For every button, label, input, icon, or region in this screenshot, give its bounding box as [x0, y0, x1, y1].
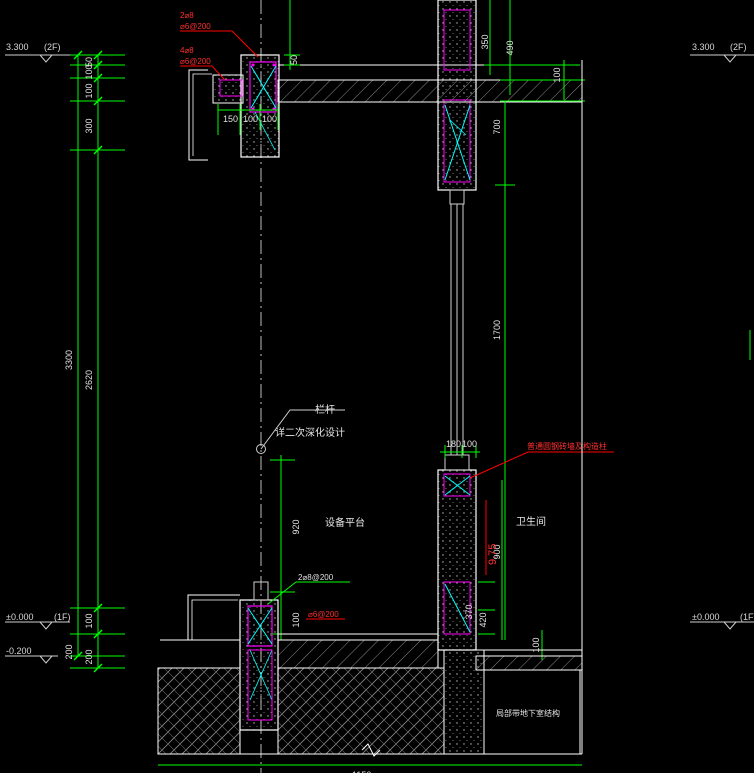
note-red-wall: 普通圆钢砖墙及构造柱: [527, 441, 607, 451]
dim-100-j: 100: [531, 637, 541, 652]
bathroom-label: 卫生间: [516, 515, 546, 528]
level-marker-1f-right: ±0.000 (1F): [690, 612, 754, 630]
level-2f-tag-right: (2F): [730, 42, 747, 52]
level-1f-value: ±0.000: [6, 612, 33, 622]
dimension-chain-left: [70, 50, 125, 673]
dim-180: 180: [446, 439, 461, 449]
level-marker-1f-left: ±0.000 (1F): [5, 612, 71, 630]
rebar-note-top-stirrup-2: ⌀6@200: [180, 57, 211, 66]
dim-420: 420: [478, 612, 488, 627]
dim-100-a: 100: [84, 64, 94, 79]
level-marker-2f-left: 3.300 (2F): [5, 42, 70, 63]
level-ground-value: -0.200: [6, 646, 32, 656]
dim-100-d: 100: [243, 114, 258, 124]
foundation: 局部带地下室结构: [157, 649, 582, 757]
rebar-note-bottom-stirrup: ⌀6@200: [308, 610, 339, 619]
dim-490: 490: [505, 40, 515, 55]
upper-slab: [277, 64, 583, 103]
rebar-note-top-main: 2⌀8: [180, 11, 194, 20]
rebar-note-top-main-2: 4⌀8: [180, 46, 194, 55]
dim-700: 700: [492, 119, 502, 134]
dim-100-e: 100: [262, 114, 277, 124]
level-marker-ground-left: -0.200: [5, 646, 58, 664]
dim-50-b: 50: [289, 55, 299, 65]
dim-total-3300: 3300: [64, 350, 74, 370]
dim-100-i: 100: [552, 67, 562, 82]
red-dim-9-75: 9.75: [487, 544, 499, 565]
level-1f-tag-right: (1F): [740, 612, 754, 622]
dim-50: 50: [84, 57, 94, 67]
dim-350: 350: [480, 34, 490, 49]
railing-note-label: 详二次深化设计: [275, 426, 345, 439]
dim-1700: 1700: [492, 320, 502, 340]
dim-100-h: 100: [462, 439, 477, 449]
dim-900: 900: [492, 544, 502, 559]
dim-370: 370: [464, 604, 474, 619]
dim-100-c: 100: [84, 613, 94, 628]
rebar-note-bottom-main: 2⌀8@200: [298, 573, 334, 582]
dim-1150: 1150: [352, 770, 371, 773]
dim-920: 920: [291, 519, 301, 534]
window-frame: [450, 204, 464, 455]
dim-150: 150: [223, 114, 238, 124]
railing-label: 栏杆: [315, 403, 335, 416]
upper-edge-beam: [188, 54, 280, 161]
dim-200-b: 200: [84, 649, 94, 664]
level-2f-value: 3.300: [6, 42, 29, 52]
lower-edge-beam: [187, 581, 279, 731]
dim-200-a: 200: [64, 644, 74, 659]
dim-100-f: 100: [291, 612, 301, 627]
railing-post-icon: [256, 444, 266, 454]
dim-100-b: 100: [84, 83, 94, 98]
dim-300: 300: [84, 118, 94, 133]
basement-label: 局部带地下室结构: [496, 708, 560, 718]
lower-wall-right: [437, 454, 477, 651]
level-marker-2f-right: 3.300 (2F): [690, 42, 754, 63]
rebar-note-top-stirrup: ⌀6@200: [180, 22, 211, 31]
dim-2620: 2620: [84, 370, 94, 390]
upper-wall-column: [437, 0, 477, 205]
equipment-platform-label: 设备平台: [325, 516, 365, 529]
level-2f-tag: (2F): [44, 42, 61, 52]
level-1f-value-right: ±0.000: [692, 612, 719, 622]
floor-slab-1f: [160, 633, 583, 671]
level-2f-value-right: 3.300: [692, 42, 715, 52]
level-1f-tag: (1F): [54, 612, 71, 622]
